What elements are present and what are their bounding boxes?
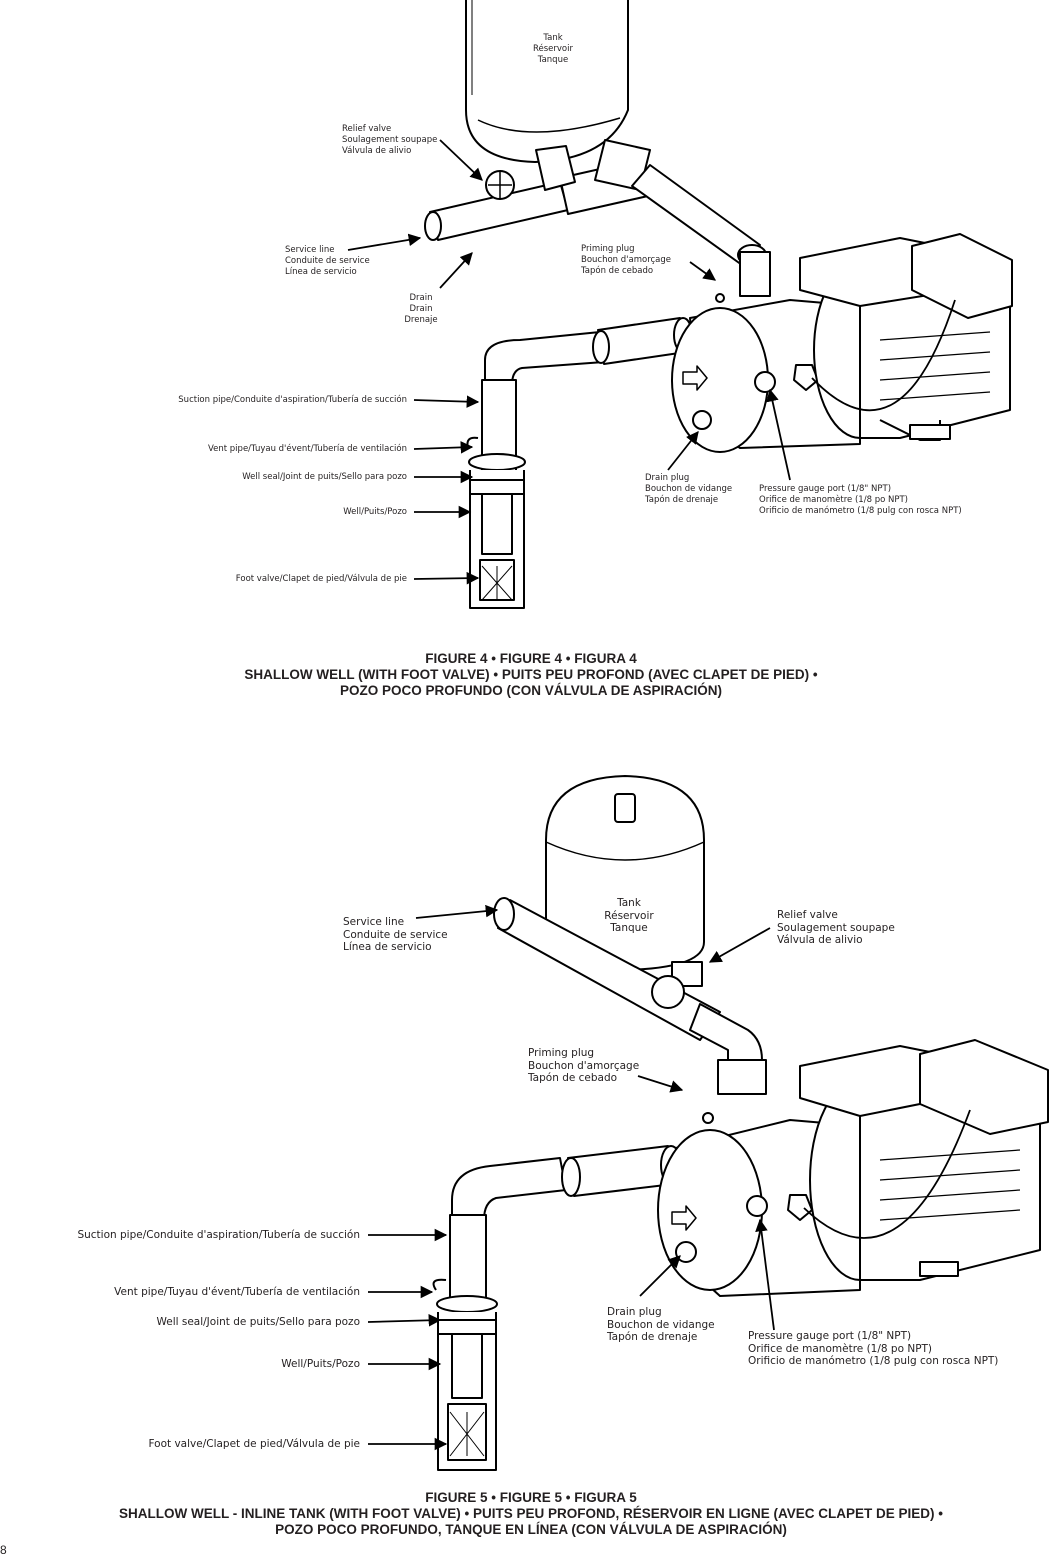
fig5-label-tank: Tank Réservoir Tanque bbox=[604, 897, 654, 934]
page-number: 8 bbox=[0, 1543, 7, 1557]
figure5-subtitle-1: SHALLOW WELL - INLINE TANK (WITH FOOT VA… bbox=[119, 1506, 943, 1521]
fig5-well-casing bbox=[436, 1295, 498, 1471]
fig4-label-drain-plug: Drain plug Bouchon de vidange Tapón de d… bbox=[645, 473, 733, 505]
fig5-label-vent-pipe: Vent pipe/Tuyau d'évent/Tubería de venti… bbox=[114, 1286, 360, 1298]
fig5-suction-pipe bbox=[432, 1145, 682, 1304]
figure4-arrows bbox=[347, 139, 791, 585]
fig4-label-well: Well/Puits/Pozo bbox=[343, 507, 407, 517]
fig4-label-tank: Tank Réservoir Tanque bbox=[533, 33, 573, 65]
figure4-drawing bbox=[424, 0, 1013, 609]
fig5-label-drain-plug: Drain plug Bouchon de vidange Tapón de d… bbox=[607, 1306, 715, 1343]
figure5-caption: FIGURE 5 • FIGURE 5 • FIGURA 5 SHALLOW W… bbox=[0, 1490, 1062, 1538]
fig4-label-drain: Drain Drain Drenaje bbox=[404, 293, 438, 325]
fig5-label-relief-valve: Relief valve Soulagement soupape Válvula… bbox=[777, 909, 895, 946]
fig5-label-service-line: Service line Conduite de service Línea d… bbox=[343, 916, 448, 953]
figure4-title: FIGURE 4 • FIGURE 4 • FIGURA 4 bbox=[425, 651, 637, 666]
fig5-tank bbox=[545, 775, 705, 971]
figure4-subtitle-2: POZO POCO PROFUNDO (CON VÁLVULA DE ASPIR… bbox=[339, 683, 722, 698]
fig4-label-priming-plug: Priming plug Bouchon d'amorçage Tapón de… bbox=[581, 244, 672, 276]
fig5-pump bbox=[657, 1039, 1049, 1297]
fig4-well-casing bbox=[468, 453, 526, 609]
fig4-label-pressure-gauge: Pressure gauge port (1/8" NPT) Orifice d… bbox=[759, 484, 962, 516]
fig5-label-suction-pipe: Suction pipe/Conduite d'aspiration/Tuber… bbox=[77, 1229, 360, 1241]
fig4-tank-piping bbox=[424, 139, 771, 297]
fig4-tank bbox=[465, 0, 629, 163]
figure5-title: FIGURE 5 • FIGURE 5 • FIGURA 5 bbox=[425, 1490, 637, 1505]
figure5-drawing bbox=[432, 775, 1049, 1471]
figure4-caption: FIGURE 4 • FIGURE 4 • FIGURA 4 SHALLOW W… bbox=[0, 651, 1062, 699]
fig4-label-well-seal: Well seal/Joint de puits/Sello para pozo bbox=[242, 472, 407, 482]
fig5-label-well: Well/Puits/Pozo bbox=[281, 1358, 360, 1370]
fig4-label-suction-pipe: Suction pipe/Conduite d'aspiration/Tuber… bbox=[178, 395, 407, 405]
fig4-pump bbox=[671, 233, 1013, 453]
figure5-subtitle-2: POZO POCO PROFUNDO, TANQUE EN LÍNEA (CON… bbox=[275, 1522, 787, 1537]
fig4-label-relief-valve: Relief valve Soulagement soupape Válvula… bbox=[342, 124, 438, 156]
fig5-label-foot-valve: Foot valve/Clapet de pied/Válvula de pie bbox=[148, 1438, 361, 1450]
fig4-label-vent-pipe: Vent pipe/Tuyau d'évent/Tubería de venti… bbox=[207, 444, 407, 454]
fig5-label-pressure-gauge: Pressure gauge port (1/8" NPT) Orifice d… bbox=[748, 1330, 999, 1367]
fig4-label-foot-valve: Foot valve/Clapet de pied/Válvula de pie bbox=[235, 574, 407, 584]
fig4-label-service-line: Service line Conduite de service Línea d… bbox=[285, 245, 370, 277]
figure4-subtitle-1: SHALLOW WELL (WITH FOOT VALVE) • PUITS P… bbox=[244, 667, 818, 682]
fig5-service-pipe bbox=[493, 897, 767, 1095]
fig5-label-priming-plug: Priming plug Bouchon d'amorçage Tapón de… bbox=[528, 1047, 640, 1084]
figure5-arrows bbox=[367, 904, 775, 1451]
fig5-label-well-seal: Well seal/Joint de puits/Sello para pozo bbox=[156, 1316, 360, 1328]
